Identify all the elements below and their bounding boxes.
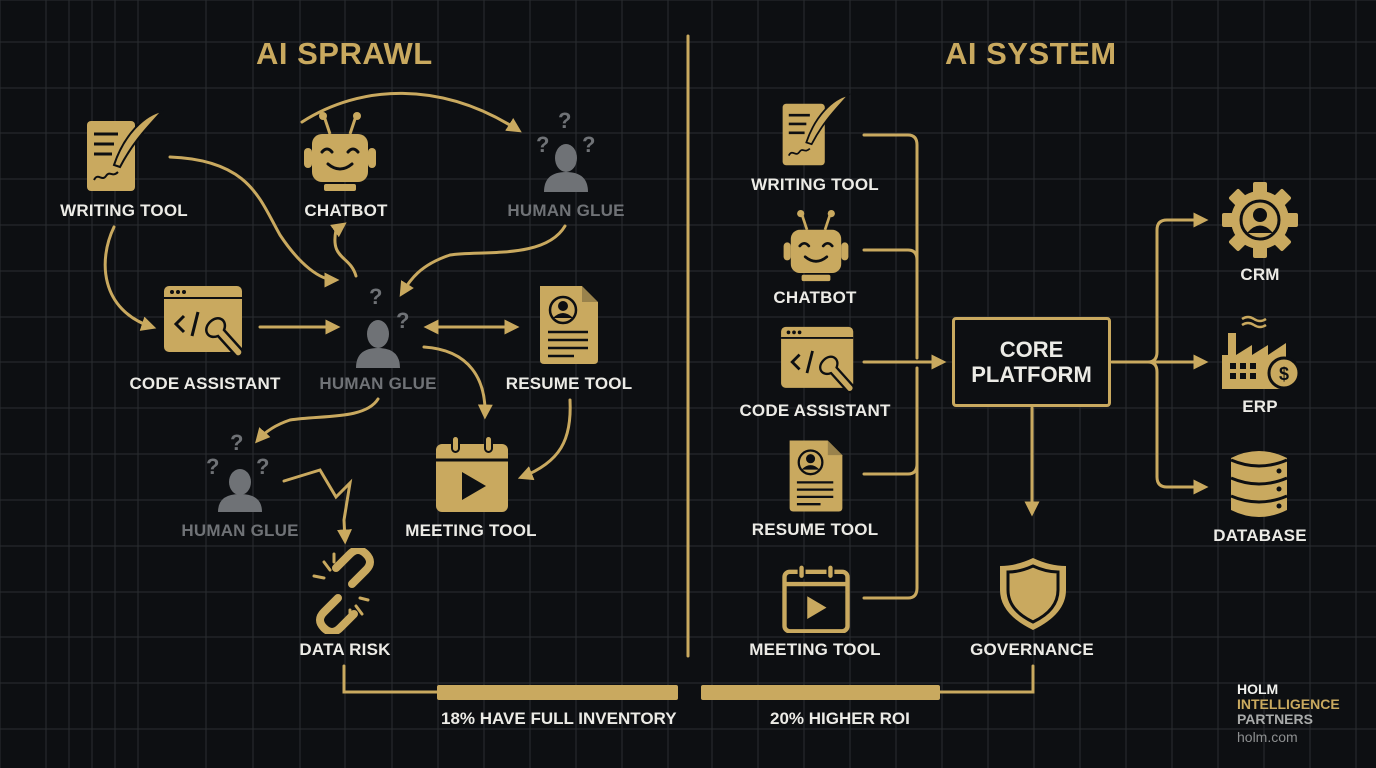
system-resume-tool-label: RESUME TOOL: [751, 520, 879, 539]
roi-stat-text: 20% HIGHER ROI: [770, 709, 910, 728]
document-quill-icon: [782, 93, 851, 166]
human-glue-top-label: HUMAN GLUE: [507, 201, 625, 220]
database-icon: [1230, 451, 1288, 517]
meeting-tool-label: MEETING TOOL: [405, 521, 537, 540]
arrow-resume-to-meeting: [517, 398, 572, 481]
line-chatbot-to-bus: [862, 248, 919, 262]
core-platform-box: CORE PLATFORM: [952, 317, 1111, 407]
robot-icon: [783, 210, 849, 282]
svg-text:?: ?: [206, 454, 219, 479]
brand-logo: HOLM INTELLIGENCE PARTNERS holm.com: [1237, 682, 1340, 745]
brand-line2: INTELLIGENCE: [1237, 696, 1340, 712]
system-chatbot-label: CHATBOT: [773, 288, 857, 307]
robot-icon: [304, 112, 376, 191]
svg-text:$: $: [1279, 364, 1289, 384]
inventory-stat-bar: [437, 685, 678, 700]
core-platform-line1: CORE: [999, 337, 1064, 362]
calendar-video-icon: [782, 563, 850, 633]
system-code-assistant-label: CODE ASSISTANT: [739, 401, 891, 420]
code-window-wrench-icon: [781, 326, 855, 394]
line-governance-to-stat: [938, 664, 1035, 694]
human-glue-center-label: HUMAN GLUE: [319, 374, 437, 393]
crm-label: CRM: [1240, 265, 1280, 284]
brand-line3: PARTNERS: [1237, 711, 1313, 727]
svg-text:?: ?: [256, 454, 269, 479]
svg-text:?: ?: [558, 108, 571, 133]
svg-text:?: ?: [582, 132, 595, 157]
svg-text:?: ?: [369, 284, 382, 309]
arrow-glue-center-to-meeting: [422, 345, 493, 420]
line-resume-to-bus: [862, 462, 919, 476]
calendar-video-icon: [436, 435, 508, 512]
inventory-stat-text: 18% HAVE FULL INVENTORY: [441, 709, 677, 728]
system-title: AI SYSTEM: [945, 36, 1117, 71]
code-window-wrench-icon: [164, 286, 244, 358]
arrow-writing-to-code: [103, 225, 157, 331]
brand-url: holm.com: [1237, 729, 1298, 745]
data-risk-label: DATA RISK: [299, 640, 391, 659]
core-platform-line2: PLATFORM: [971, 362, 1092, 387]
confused-person-icon: ???: [536, 108, 595, 192]
human-glue-bottom-label: HUMAN GLUE: [181, 521, 299, 540]
arrow-glue-center-to-glue-bottom: [255, 397, 380, 444]
erp-label: ERP: [1242, 397, 1278, 416]
svg-text:?: ?: [230, 430, 243, 455]
arrow-to-database: [1146, 360, 1209, 495]
code-assistant-label: CODE ASSISTANT: [129, 374, 281, 393]
arrow-glue-center-to-chatbot: [330, 222, 358, 278]
arrow-glue-top-to-glue-center: [399, 224, 567, 297]
shield-icon: [1000, 558, 1066, 630]
arrow-chatbot-to-glue-top: [300, 91, 522, 133]
gear-person-icon: [1222, 182, 1298, 258]
arrow-to-crm: [1146, 212, 1209, 364]
roi-stat-bar: [701, 685, 940, 700]
confused-person-icon: ??: [356, 284, 409, 368]
system-writing-tool-label: WRITING TOOL: [751, 175, 879, 194]
line-meeting-to-bus: [862, 366, 919, 600]
svg-text:?: ?: [536, 132, 549, 157]
chatbot-label: CHATBOT: [304, 201, 388, 220]
resume-tool-label: RESUME TOOL: [505, 374, 633, 393]
lightning-glue-bottom-to-data-risk: [282, 468, 353, 545]
sprawl-title: AI SPRAWL: [256, 36, 433, 71]
svg-text:?: ?: [396, 308, 409, 333]
system-meeting-tool-label: MEETING TOOL: [749, 640, 881, 659]
line-data-risk-to-stat: [342, 664, 442, 694]
confused-person-icon: ???: [206, 430, 269, 512]
resume-document-icon: [540, 286, 598, 364]
database-label: DATABASE: [1213, 526, 1307, 545]
writing-tool-label: WRITING TOOL: [60, 201, 188, 220]
resume-document-icon: [789, 440, 843, 512]
factory-dollar-icon: $: [1222, 315, 1301, 390]
brand-line1: HOLM: [1237, 681, 1279, 697]
broken-chain-icon: [312, 548, 374, 634]
governance-label: GOVERNANCE: [970, 640, 1094, 659]
arrow-writing-to-glue-center: [168, 155, 340, 288]
document-quill-icon: [87, 110, 165, 191]
line-writing-to-bus: [862, 133, 919, 360]
